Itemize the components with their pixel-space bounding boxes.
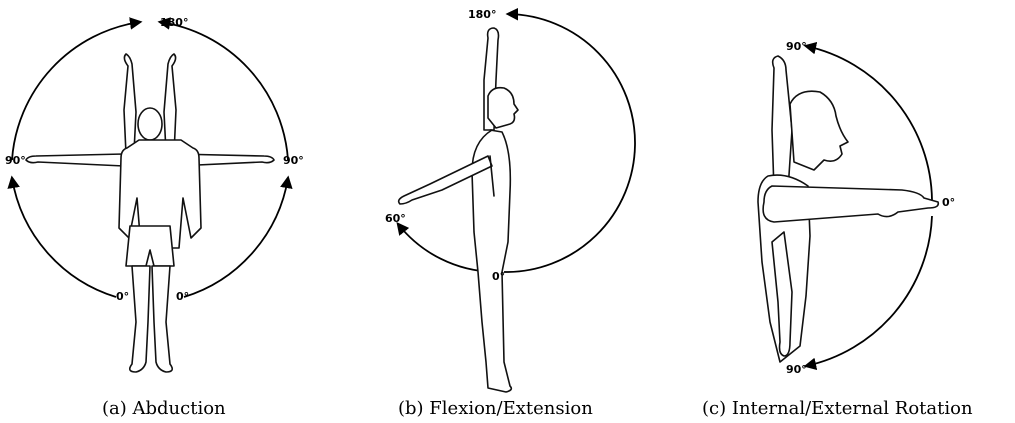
- abduction-diagram: 180° 90° 90° 0° 0°: [0, 0, 330, 423]
- arc-external: [806, 216, 932, 366]
- left-leg: [130, 266, 150, 372]
- label-0: 0°: [492, 270, 505, 283]
- rotation-diagram: 90° 0° 90°: [660, 0, 1015, 423]
- raised-arm: [772, 56, 792, 190]
- label-0-left: 0°: [116, 290, 129, 303]
- panel-flexion-extension: 180° 60° 0° (b) Flexion/Extension: [330, 0, 660, 423]
- label-60: 60°: [385, 212, 406, 225]
- label-180: 180°: [160, 16, 188, 29]
- label-0: 0°: [942, 196, 955, 209]
- raised-arm-right: [164, 54, 176, 154]
- label-180: 180°: [468, 8, 496, 21]
- arc-upper-left: [12, 22, 140, 160]
- right-leg: [152, 266, 172, 372]
- panel-rotation: 90° 0° 90° (c) Internal/External Rotatio…: [660, 0, 1015, 423]
- shorts: [126, 226, 174, 266]
- raised-arm-left: [124, 54, 136, 154]
- label-90-top: 90°: [786, 40, 807, 53]
- caption-abduction: (a) Abduction: [102, 398, 226, 419]
- label-90-left: 90°: [5, 154, 26, 167]
- head: [138, 108, 162, 140]
- horizontal-arm-left: [26, 154, 124, 166]
- arc-lower-left: [12, 178, 116, 297]
- head: [488, 88, 518, 128]
- label-90-bottom: 90°: [786, 363, 807, 376]
- label-90-right: 90°: [283, 154, 304, 167]
- label-0-right: 0°: [176, 290, 189, 303]
- head: [790, 91, 848, 170]
- panel-abduction: 180° 90° 90° 0° 0° (a) Abduction: [0, 0, 330, 423]
- horizontal-arm: [763, 186, 938, 222]
- flexion-extension-diagram: 180° 60° 0°: [330, 0, 660, 423]
- arc-flexion: [504, 14, 635, 272]
- caption-flexion-extension: (b) Flexion/Extension: [398, 398, 593, 419]
- caption-rotation: (c) Internal/External Rotation: [702, 398, 973, 419]
